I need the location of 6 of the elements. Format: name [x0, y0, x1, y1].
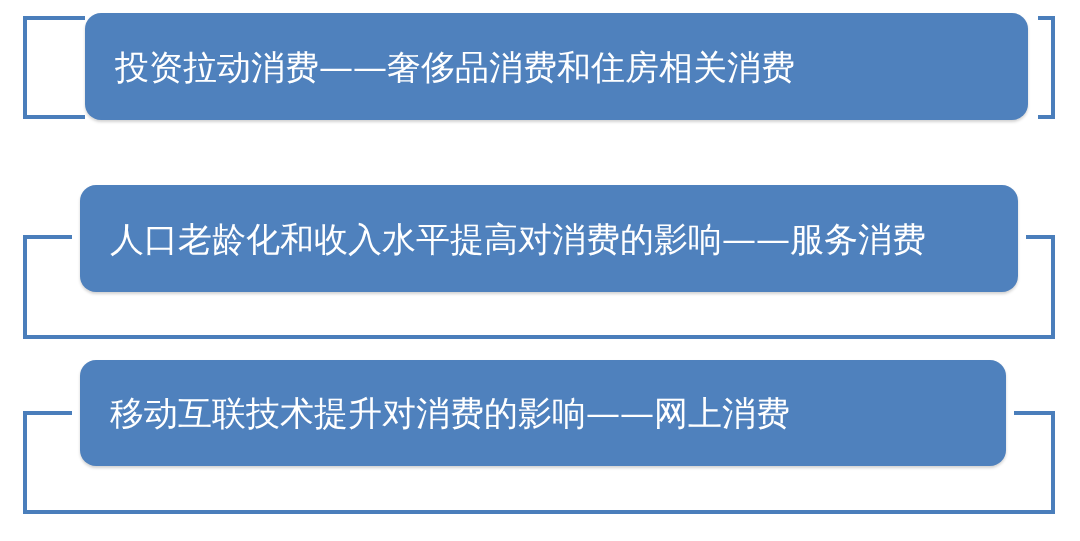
topic-text: 移动互联技术提升对消费的影响——网上消费 — [110, 393, 790, 433]
topic-box — [80, 185, 1018, 292]
topic-box — [80, 360, 1006, 466]
topic-box — [85, 13, 1028, 120]
topic-text: 投资拉动消费——奢侈品消费和住房相关消费 — [115, 46, 795, 87]
topic-text: 人口老龄化和收入水平提高对消费的影响——服务消费 — [110, 218, 926, 259]
